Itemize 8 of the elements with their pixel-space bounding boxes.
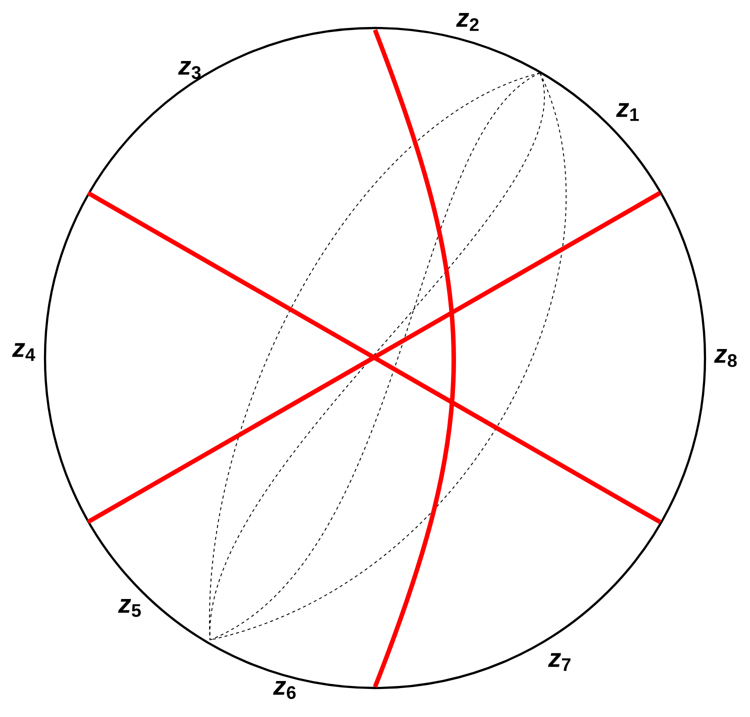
point-label: z$_{2}$ [456,13,479,31]
point-label: z$_{8}$ [714,348,737,367]
point-label: z$_{5}$ [118,599,141,617]
point-label: z$_{7}$ [548,653,570,671]
point-label: z$_{1}$ [616,103,639,121]
point-label: z$_{4}$ [12,343,36,361]
point-label: z$_{3}$ [178,60,201,80]
point-label: z$_{6}$ [273,680,296,699]
